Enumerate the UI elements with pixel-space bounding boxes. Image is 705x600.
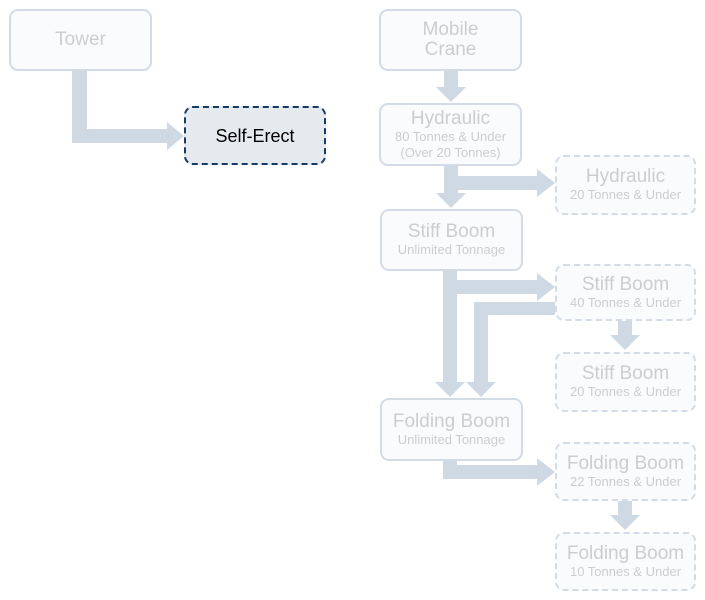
arrow-stiff-folding [435,270,465,397]
node-title: Folding Boom [566,452,685,474]
node-stiff-20[interactable]: Stiff Boom 20 Tonnes & Under [555,352,696,412]
node-subtitle: 80 Tonnes & Under [394,128,507,144]
node-mobile-crane[interactable]: Mobile Crane [379,9,522,71]
arrow-stiff40-stiff20 [610,320,640,350]
arrow-hydraulic-stiff [436,165,466,208]
node-title: Self-Erect [215,125,295,146]
node-subtitle: (Over 20 Tonnes) [400,144,501,160]
arrow-folding22-folding10 [610,500,640,530]
node-subtitle: 20 Tonnes & Under [569,384,682,399]
node-title: Stiff Boom [581,363,670,384]
node-title: Hydraulic [410,107,491,129]
node-subtitle: 22 Tonnes & Under [569,473,682,489]
node-hydraulic-20[interactable]: Hydraulic 20 Tonnes & Under [555,155,696,215]
node-subtitle: 20 Tonnes & Under [569,187,682,202]
arrow-mobile-hydraulic [436,70,466,102]
node-title: Folding Boom [566,542,685,564]
node-hydraulic-80[interactable]: Hydraulic 80 Tonnes & Under (Over 20 Ton… [379,103,522,166]
arrow-folding-folding22 [443,458,555,486]
node-stiff-40[interactable]: Stiff Boom 40 Tonnes & Under [555,264,696,321]
arrow-tower-self-erect [72,70,184,150]
node-subtitle: Unlimited Tonnage [397,431,506,447]
node-folding-10[interactable]: Folding Boom 10 Tonnes & Under [555,532,696,591]
node-subtitle: 40 Tonnes & Under [569,294,682,310]
node-subtitle: Unlimited Tonnage [397,242,506,257]
arrow-stiff-stiff40 [457,273,555,301]
node-folding-unlimited[interactable]: Folding Boom Unlimited Tonnage [380,398,523,461]
node-title: Stiff Boom [581,273,670,295]
arrow-hydraulic-hydraulic20 [458,169,555,197]
node-title: Stiff Boom [407,221,496,242]
node-title: Hydraulic [585,166,666,187]
node-title: Mobile Crane [422,19,479,60]
node-self-erect[interactable]: Self-Erect [184,106,326,165]
node-stiff-unlimited[interactable]: Stiff Boom Unlimited Tonnage [380,209,523,271]
node-folding-22[interactable]: Folding Boom 22 Tonnes & Under [555,442,696,501]
node-title: Tower [55,29,106,50]
arrow-stiff40-folding [466,302,555,397]
node-tower[interactable]: Tower [9,9,152,71]
node-title: Folding Boom [392,410,511,432]
node-subtitle: 10 Tonnes & Under [569,563,682,579]
